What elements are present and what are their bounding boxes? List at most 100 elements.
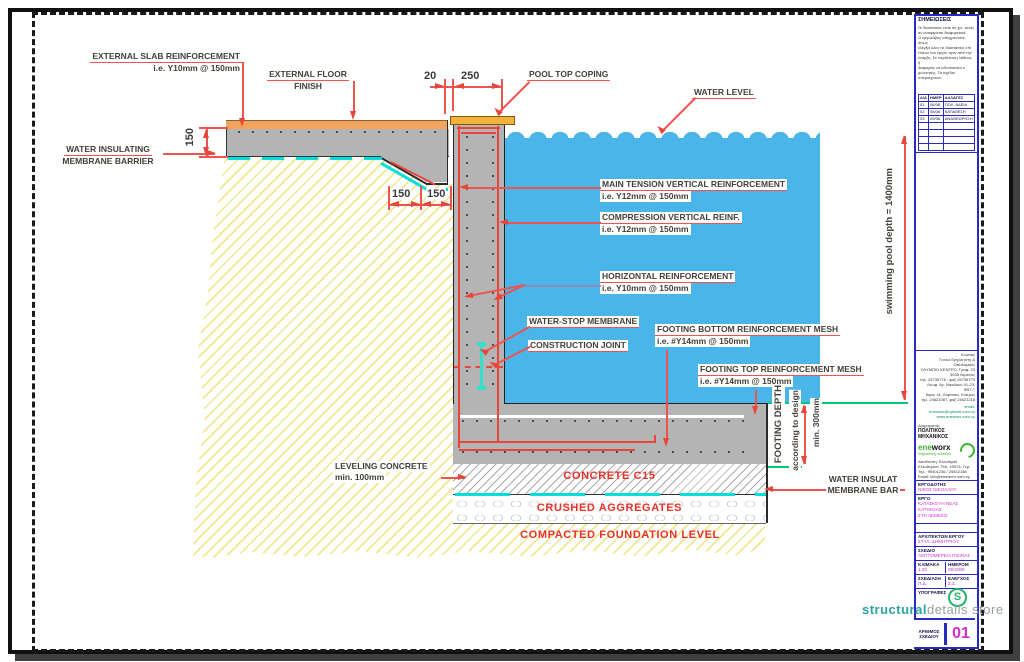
wall-rebar-dots-right: [492, 136, 494, 394]
company-line: ΟΛΥΜΠΙΟ ΚΕΝΤΡΟ, Γραφ. 23: [920, 367, 975, 372]
number-label: ΑΡΙΘΜΟΣ: [918, 628, 940, 634]
notes-line: Οι διαστάσεις είναι σε χιλ. εκτός: [918, 25, 975, 30]
company-web: www.eneworx.com.cy: [936, 414, 975, 419]
pool-depth-label: swimming pool depth = 1400mm: [883, 168, 896, 315]
company-line: Κώστας: [961, 352, 975, 357]
slab-underside-membrane: [228, 157, 382, 160]
company-line: τηλ. 25736776 - φαξ 25736779: [920, 377, 975, 382]
slab-step-bottom-edge: [427, 183, 448, 185]
client-field: ΕΡΓΟΔΟΤΗΣ ΝΙΚΟΣ ΝΙΚΟΛΑΟΥ: [916, 481, 977, 495]
leader-arrow: [499, 219, 508, 225]
dim-joint-gap: 20: [423, 70, 438, 82]
wall-top-hook-1: [457, 127, 500, 129]
dim-ext-v2: [452, 79, 454, 111]
dim-ext-v3: [501, 79, 503, 111]
leader-arrow: [752, 406, 758, 415]
leader-arrow: [663, 438, 669, 447]
address-line: Τηλ.: 99401236 / 25542158: [918, 469, 967, 474]
eneworx-logo: eneworx engineering solutions: [918, 440, 978, 461]
callout-line: WATER INSULAT: [826, 474, 900, 485]
footing-top-mesh-line: [458, 415, 744, 418]
store-wordmark: structuraldetails store: [862, 602, 1004, 617]
field-label: ΕΡΓΟ: [918, 496, 931, 501]
field-label: ΣΧΕΔΙΑΣΗ: [918, 576, 941, 581]
footing-bar-1: [459, 441, 656, 443]
compacted-foundation-text: COMPACTED FOUNDATION LEVEL: [520, 529, 720, 541]
wall-compression-bar: [497, 126, 499, 443]
notes-section: ΣΗΜΕΙΩΣΕΙΣ Οι διαστάσεις είναι σε χιλ. ε…: [916, 16, 977, 153]
field-label: ΥΠΟΓΡΑΦΕΣ: [918, 590, 947, 595]
footing-bar-2: [459, 449, 635, 451]
dim-step-b: 150: [426, 188, 447, 200]
callout-compression: COMPRESSION VERTICAL REINF. i.e. Y12mm @…: [600, 212, 742, 235]
callout-line: WATER INSULATING: [64, 144, 152, 156]
title-block: ΣΗΜΕΙΩΣΕΙΣ Οι διαστάσεις είναι σε χιλ. ε…: [914, 14, 979, 649]
field-value: ΣΤΗ ΛΕΜΕΣΟ: [918, 513, 948, 518]
callout-line: i.e. Y12mm @ 150mm: [600, 191, 691, 202]
field-label: ΚΛΙΜΑΚΑ: [918, 562, 940, 567]
role-label: Διαχειριστής: [918, 423, 941, 428]
field-value: ΝΙΚΟΣ ΝΙΚΟΛΑΟΥ: [918, 487, 957, 492]
field-label: ΕΡΓΟΔΟΤΗΣ: [918, 482, 946, 487]
field-value: ΚΑΤΑΣΚΕΥΗ ΝΕΑΣ ΚΑΤΟΙΚΙΑΣ: [918, 501, 959, 512]
footing-bar-1-hook: [654, 435, 656, 443]
dashed-frame: [32, 12, 984, 652]
company-section: Κώστας Γενικό Εργολήπτη & Οικοδομικές ΟΛ…: [916, 350, 978, 481]
field-value: Π.Δ.: [918, 581, 927, 586]
leader-arrow: [350, 111, 356, 120]
scale-date-row: ΚΛΙΜΑΚΑ 1:20 ΗΜΕΡΟΜ 09/2008: [916, 561, 977, 575]
water-surface-waves: [505, 129, 820, 139]
water-stop-membrane-mark: [480, 344, 483, 390]
footing-depth-sub: according to design: [789, 390, 801, 471]
rev-cell: 09/08: [928, 115, 944, 123]
wall-top-hook-2: [461, 132, 496, 134]
project-field: ΕΡΓΟ ΚΑΤΑΣΚΕΥΗ ΝΕΑΣ ΚΑΤΟΙΚΙΑΣ ΣΤΗ ΛΕΜΕΣΟ: [916, 495, 977, 524]
callout-line: FOOTING TOP REINFORCEMENT MESH: [698, 364, 864, 376]
dim-wall-width: 250: [460, 70, 481, 82]
slab-rebar-dots: [238, 131, 444, 133]
company-email: email: eneworx@cytanet.com.cy: [929, 404, 975, 414]
leader-arrow: [764, 486, 773, 492]
dim-ext-150-top: [199, 127, 228, 129]
leader-arrow: [458, 474, 467, 480]
callout-line: min. 100mm: [333, 472, 387, 483]
table-row: 01 06/08 ΠΟΛ. ΑΔΕΙΑ: [917, 101, 976, 109]
callout-pool-top-coping: POOL TOP COPING: [527, 69, 611, 81]
callout-line: COMPRESSION VERTICAL REINF.: [600, 212, 742, 224]
callout-leveling-concrete: LEVELING CONCRETE min. 100mm: [333, 461, 430, 483]
dim-arrow: [801, 456, 807, 465]
brand-ene: ene: [918, 443, 932, 452]
brand-sub: engineering solutions: [918, 452, 952, 456]
dim-ext-150-bot: [199, 156, 228, 158]
field-label: ΗΜΕΡΟΜ: [948, 562, 969, 567]
field-value: 09/2008: [948, 567, 965, 572]
number-label: ΣΧΕΔΙΟΥ: [919, 633, 939, 639]
store-wordmark-details: details store: [926, 602, 1004, 617]
company-line: τηλ. 24621087, φαξ 24621218: [921, 397, 975, 402]
table-row: [917, 129, 976, 137]
footing-depth-label: FOOTING DEPTH: [772, 385, 785, 464]
leader-membrane-left: [163, 153, 215, 155]
company-line: Λεωφ. Αγ. Νικολάου 41-23, Φ57-7: [927, 382, 975, 392]
callout-line: i.e. Y10mm @ 150mm: [600, 283, 691, 294]
footing-rebar-dots-bottom: [462, 451, 756, 453]
brand-worx: worx: [931, 443, 951, 452]
callout-line: HORIZONTAL REINFORCEMENT: [600, 271, 736, 283]
leader-floor-finish-v: [353, 81, 355, 113]
wall-rebar-dots-left: [466, 136, 468, 394]
company-line: Γενικό Εργολήπτη & Οικοδομικές: [939, 357, 975, 367]
notes-line: Ο εργολάβος υποχρεούται όπως: [918, 35, 965, 45]
external-slab-concrete: [226, 129, 449, 157]
leader-horizontal-gray: [525, 285, 601, 287]
dim-arrow: [203, 147, 209, 156]
architect-field: ΑΡΧΙΤΕΚΤΩΝ ΕΡΓΟΥ ΣΤΥΛ. ΔΗΜΗΤΡΙΟΥ: [916, 532, 977, 547]
callout-external-slab-reinforcement: EXTERNAL SLAB REINFORCEMENT i.e. Y10mm @…: [66, 51, 242, 74]
field-label: ΑΡΧΙΤΕΚΤΩΝ ΕΡΓΟΥ: [918, 534, 965, 539]
dim-ext-s2: [420, 186, 422, 210]
design-check-row: ΣΧΕΔΙΑΣΗ Π.Δ. ΕΛΕΓΧΟΣ Σ.Σ.: [916, 575, 977, 589]
callout-line: FOOTING BOTTOM REINFORCEMENT MESH: [655, 324, 841, 336]
table-row: 03 09/08 ΑΝΑΘΕΩΡΗΣΗ: [917, 115, 976, 123]
pool-depth-dim-line: [904, 136, 906, 400]
signatures-field: ΥΠΟΓΡΑΦΕΣ: [916, 589, 977, 596]
eneworx-swoosh-icon: [957, 440, 978, 461]
